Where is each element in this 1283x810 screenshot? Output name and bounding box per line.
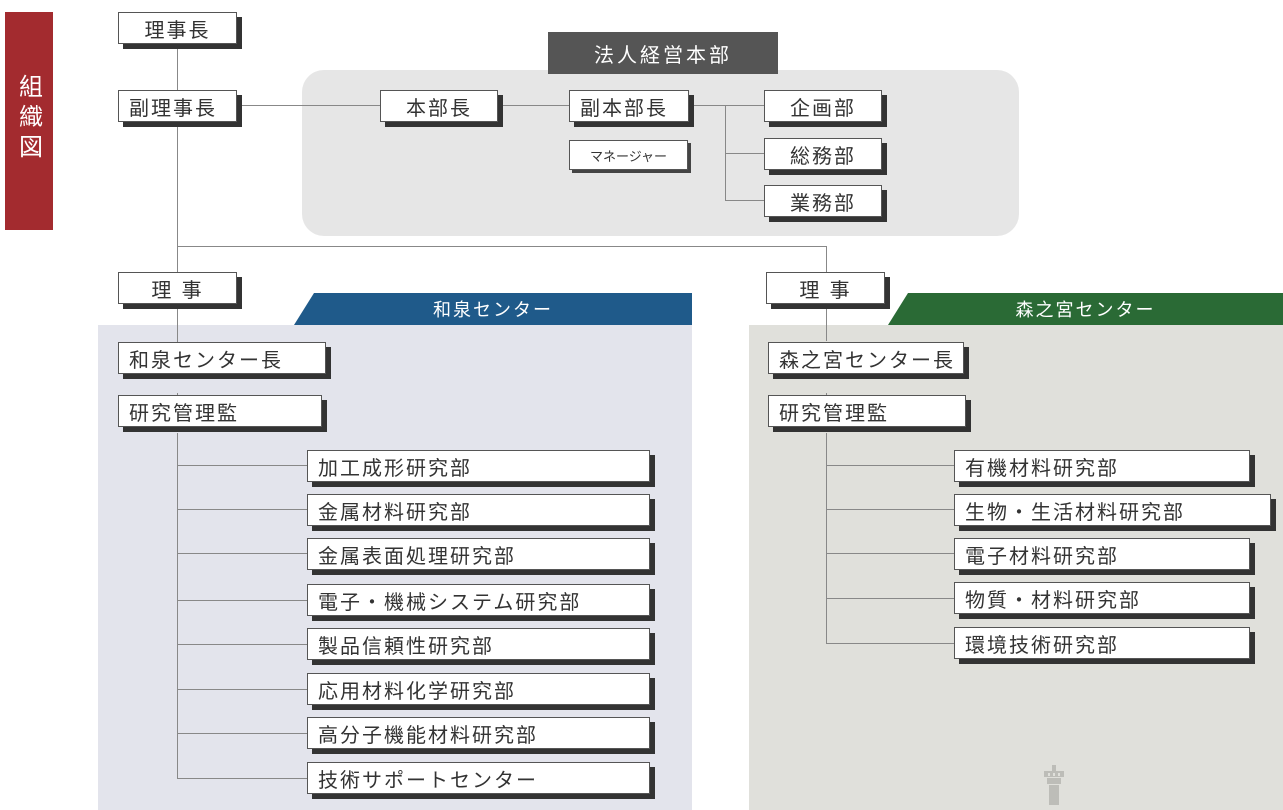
izumi-director-box: 理 事 [118,272,237,304]
izumi-department-box: 電子・機械システム研究部 [307,584,650,616]
morinomiya-department-box: 生物・生活材料研究部 [954,494,1271,526]
morinomiya-department-box: 環境技術研究部 [954,627,1250,659]
izumi-banner: 和泉センター [294,293,692,325]
connector [177,644,307,645]
connector [177,689,307,690]
connector [177,246,827,247]
connector [826,433,827,643]
connector [177,553,307,554]
hq-department-box: 企画部 [764,90,882,122]
morinomiya-supervisor-box: 研究管理監 [768,395,966,427]
morinomiya-department-box: 有機材料研究部 [954,450,1250,482]
morinomiya-director-box: 理 事 [766,272,885,304]
connector [826,465,954,466]
izumi-department-box: 高分子機能材料研究部 [307,717,650,749]
connector [725,153,764,154]
deputy-director-general-box: 副本部長 [569,90,689,122]
connector [177,509,307,510]
connector [826,643,954,644]
morinomiya-banner: 森之宮センター [888,293,1283,325]
connector [826,509,954,510]
connector [177,43,178,345]
connector [240,105,382,106]
connector [725,105,726,200]
chairman-box: 理事長 [118,12,237,44]
tower-icon [1044,765,1064,805]
connector [177,733,307,734]
izumi-department-box: 金属材料研究部 [307,494,650,526]
izumi-department-box: 製品信頼性研究部 [307,628,650,660]
izumi-center-head-box: 和泉センター長 [118,342,326,374]
connector [692,105,764,106]
izumi-department-box: 金属表面処理研究部 [307,538,650,570]
connector [177,433,178,778]
vice-chairman-box: 副理事長 [118,90,237,122]
morinomiya-center-head-box: 森之宮センター長 [768,342,964,374]
org-chart-tab-label: 組織図 [14,74,43,164]
hq-department-box: 総務部 [764,138,882,170]
hq-department-box: 業務部 [764,185,882,217]
director-general-box: 本部長 [380,90,498,122]
connector [500,105,570,106]
izumi-department-box: 技術サポートセンター [307,762,650,794]
izumi-supervisor-box: 研究管理監 [118,395,322,427]
manager-box: マネージャー [569,140,688,170]
connector [725,200,764,201]
izumi-department-box: 応用材料化学研究部 [307,673,650,705]
connector [177,465,307,466]
connector [826,598,954,599]
connector [177,778,307,779]
connector [826,553,954,554]
hq-title: 法人経営本部 [548,32,778,74]
morinomiya-department-box: 電子材料研究部 [954,538,1250,570]
connector [177,600,307,601]
org-chart-tab: 組織図 [5,12,53,230]
morinomiya-department-box: 物質・材料研究部 [954,582,1250,614]
izumi-department-box: 加工成形研究部 [307,450,650,482]
